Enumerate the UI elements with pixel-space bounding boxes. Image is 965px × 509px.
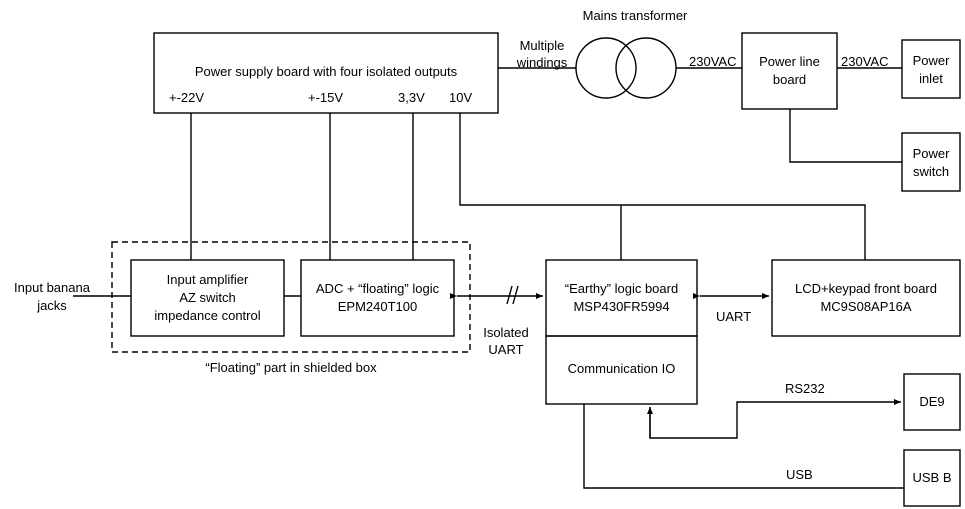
- comm-io-label: Communication IO: [567, 361, 676, 376]
- rs232-label: RS232: [785, 381, 825, 396]
- power-line-box: [741, 32, 838, 110]
- usbb-box: [903, 449, 961, 507]
- earthy-label-1: “Earthy” logic board: [564, 281, 679, 296]
- rail-15v-label: +-15V: [308, 90, 344, 105]
- isolated-uart-label-1: Isolated: [483, 325, 529, 340]
- usbb-label: USB B: [912, 470, 952, 485]
- isolated-uart-label-2: UART: [488, 342, 524, 357]
- lcd-label-1: LCD+keypad front board: [794, 281, 937, 296]
- vac-left-label: 230VAC: [689, 54, 737, 69]
- vac-right-label: 230VAC: [841, 54, 889, 69]
- de9-label: DE9: [919, 394, 945, 409]
- windings-label-1: Multiple: [519, 38, 565, 53]
- input-amp-box: [130, 259, 285, 337]
- de9-box: [903, 373, 961, 431]
- power-supply-box: [153, 32, 499, 114]
- earthy-box: [545, 259, 698, 337]
- transformer-coil-right: [615, 37, 677, 99]
- adc-label-2: EPM240T100: [337, 299, 418, 314]
- input-jacks-label-2: jacks: [37, 298, 67, 313]
- adc-label-1: ADC + “floating” logic: [315, 281, 440, 296]
- floating-caption: “Floating” part in shielded box: [205, 360, 377, 375]
- power-switch-label-1: Power: [912, 146, 950, 161]
- power-line-label-2: board: [772, 72, 807, 87]
- windings-label-2: windings: [516, 55, 568, 70]
- lcd-label-2: MC9S08AP16A: [820, 299, 912, 314]
- power-inlet-box: [901, 39, 961, 99]
- power-inlet-label-1: Power: [912, 53, 950, 68]
- transformer-title: Mains transformer: [582, 8, 688, 23]
- earthy-label-2: MSP430FR5994: [573, 299, 670, 314]
- input-amp-label-2: AZ switch: [179, 290, 236, 305]
- power-switch-label-2: switch: [912, 164, 950, 179]
- rail-22v-label: +-22V: [169, 90, 205, 105]
- uart-label: UART: [716, 309, 752, 324]
- power-supply-label: Power supply board with four isolated ou…: [194, 64, 458, 79]
- adc-box: [300, 259, 455, 337]
- comm-io-box: [545, 335, 698, 405]
- lcd-box: [771, 259, 961, 337]
- power-switch-box: [901, 132, 961, 192]
- power-line-label-1: Power line: [759, 54, 820, 69]
- rail-3v3-label: 3,3V: [398, 90, 425, 105]
- rail-10v-label: 10V: [449, 90, 473, 105]
- input-amp-label-1: Input amplifier: [166, 272, 249, 287]
- input-jacks-label-1: Input banana: [14, 280, 90, 295]
- transformer-coil-left: [575, 37, 637, 99]
- usb-label: USB: [786, 467, 813, 482]
- power-inlet-label-2: inlet: [919, 71, 943, 86]
- input-amp-label-3: impedance control: [154, 308, 261, 323]
